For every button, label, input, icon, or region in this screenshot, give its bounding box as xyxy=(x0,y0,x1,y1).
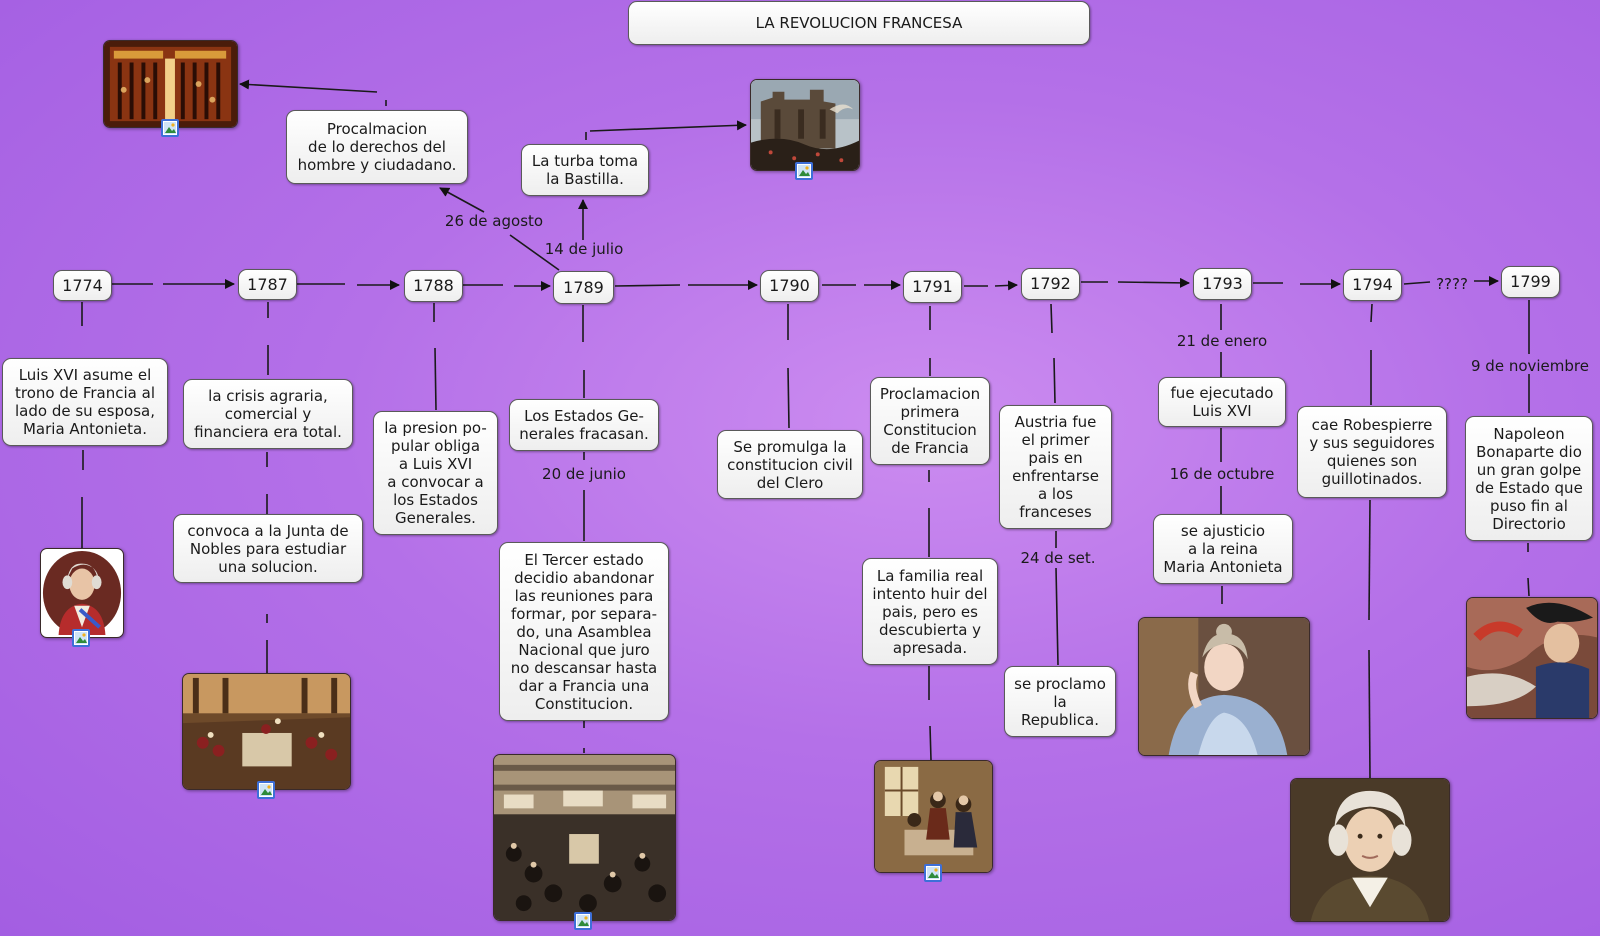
timeline-link xyxy=(1403,281,1431,285)
timeline-link xyxy=(1117,277,1190,288)
concept-familia-real[interactable]: La familia real intento huir del pais, p… xyxy=(862,558,998,665)
robespierre-portrait[interactable] xyxy=(1290,778,1450,922)
year-1790[interactable]: 1790 xyxy=(760,270,819,302)
concept-crisis[interactable]: la crisis agraria, comercial y financier… xyxy=(183,379,353,449)
image-link-icon[interactable] xyxy=(574,912,592,930)
year-1788[interactable]: 1788 xyxy=(404,270,463,302)
assembly-hall-painting[interactable] xyxy=(103,40,238,128)
concept-luis-xvi-asume[interactable]: Luis XVI asume el trono de Francia al la… xyxy=(2,358,168,446)
map-title: LA REVOLUCION FRANCESA xyxy=(628,1,1090,45)
concept-napoleon[interactable]: Napoleon Bonaparte dio un gran golpe de … xyxy=(1465,416,1593,541)
link-label-14-julio: 14 de julio xyxy=(544,240,624,258)
year-1793[interactable]: 1793 xyxy=(1193,268,1252,300)
assembly-of-notables-painting[interactable] xyxy=(182,673,351,790)
year-1792[interactable]: 1792 xyxy=(1021,268,1080,300)
year-1789[interactable]: 1789 xyxy=(553,271,614,304)
concept-reina[interactable]: se ajusticio a la reina Maria Antonieta xyxy=(1153,514,1293,584)
image-link-icon[interactable] xyxy=(257,781,275,799)
link-label-16-octubre: 16 de octubre xyxy=(1169,465,1275,483)
concept-primera-constitucion[interactable]: Proclamacion primera Constitucion de Fra… xyxy=(870,377,990,465)
concept-derechos[interactable]: Procalmacion de lo derechos del hombre y… xyxy=(286,110,468,184)
concept-tercer-estado[interactable]: El Tercer estado decidio abandonar las r… xyxy=(499,542,669,721)
link-label-26-agosto: 26 de agosto xyxy=(444,212,544,230)
timeline-link xyxy=(994,280,1018,291)
concept-robespierre[interactable]: cae Robespierre y sus seguidores quienes… xyxy=(1297,406,1447,498)
tennis-court-oath-painting[interactable] xyxy=(493,754,676,921)
royal-family-arrest-painting[interactable] xyxy=(874,760,993,873)
image-link-icon[interactable] xyxy=(72,629,90,647)
concept-ejecutado[interactable]: fue ejecutado Luis XVI xyxy=(1158,377,1286,427)
image-link-icon[interactable] xyxy=(795,162,813,180)
concept-constitucion-civil[interactable]: Se promulga la constitucion civil del Cl… xyxy=(717,430,863,499)
timeline-link xyxy=(614,284,681,287)
link-label-20-junio: 20 de junio xyxy=(542,465,626,483)
image-link-icon[interactable] xyxy=(161,119,179,137)
concept-junta-nobles[interactable]: convoca a la Junta de Nobles para estudi… xyxy=(173,514,363,583)
year-1791[interactable]: 1791 xyxy=(903,271,962,303)
concept-republica[interactable]: se proclamo la Republica. xyxy=(1004,666,1116,737)
concept-turba-bastilla[interactable]: La turba toma la Bastilla. xyxy=(521,144,649,196)
link-label-unknown: ???? xyxy=(1436,275,1468,293)
link-label-9-noviembre: 9 de noviembre xyxy=(1471,357,1589,375)
year-1799[interactable]: 1799 xyxy=(1501,266,1560,298)
year-1794[interactable]: 1794 xyxy=(1343,269,1402,301)
marie-antoinette-portrait[interactable] xyxy=(1138,617,1310,756)
concept-presion-popular[interactable]: la presion po- pular obliga a Luis XVI a… xyxy=(373,411,498,535)
concept-austria[interactable]: Austria fue el primer pais en enfrentars… xyxy=(999,405,1112,529)
image-link-icon[interactable] xyxy=(924,864,942,882)
napoleon-portrait[interactable] xyxy=(1466,597,1598,719)
year-1774[interactable]: 1774 xyxy=(53,270,112,301)
louis-xvi-portrait[interactable] xyxy=(40,548,124,638)
link-label-24-set: 24 de set. xyxy=(1020,549,1096,567)
bastille-storming-painting[interactable] xyxy=(750,79,860,171)
concept-estados-generales[interactable]: Los Estados Ge- nerales fracasan. xyxy=(509,399,659,451)
year-1787[interactable]: 1787 xyxy=(238,269,297,300)
link-label-21-enero: 21 de enero xyxy=(1176,332,1268,350)
